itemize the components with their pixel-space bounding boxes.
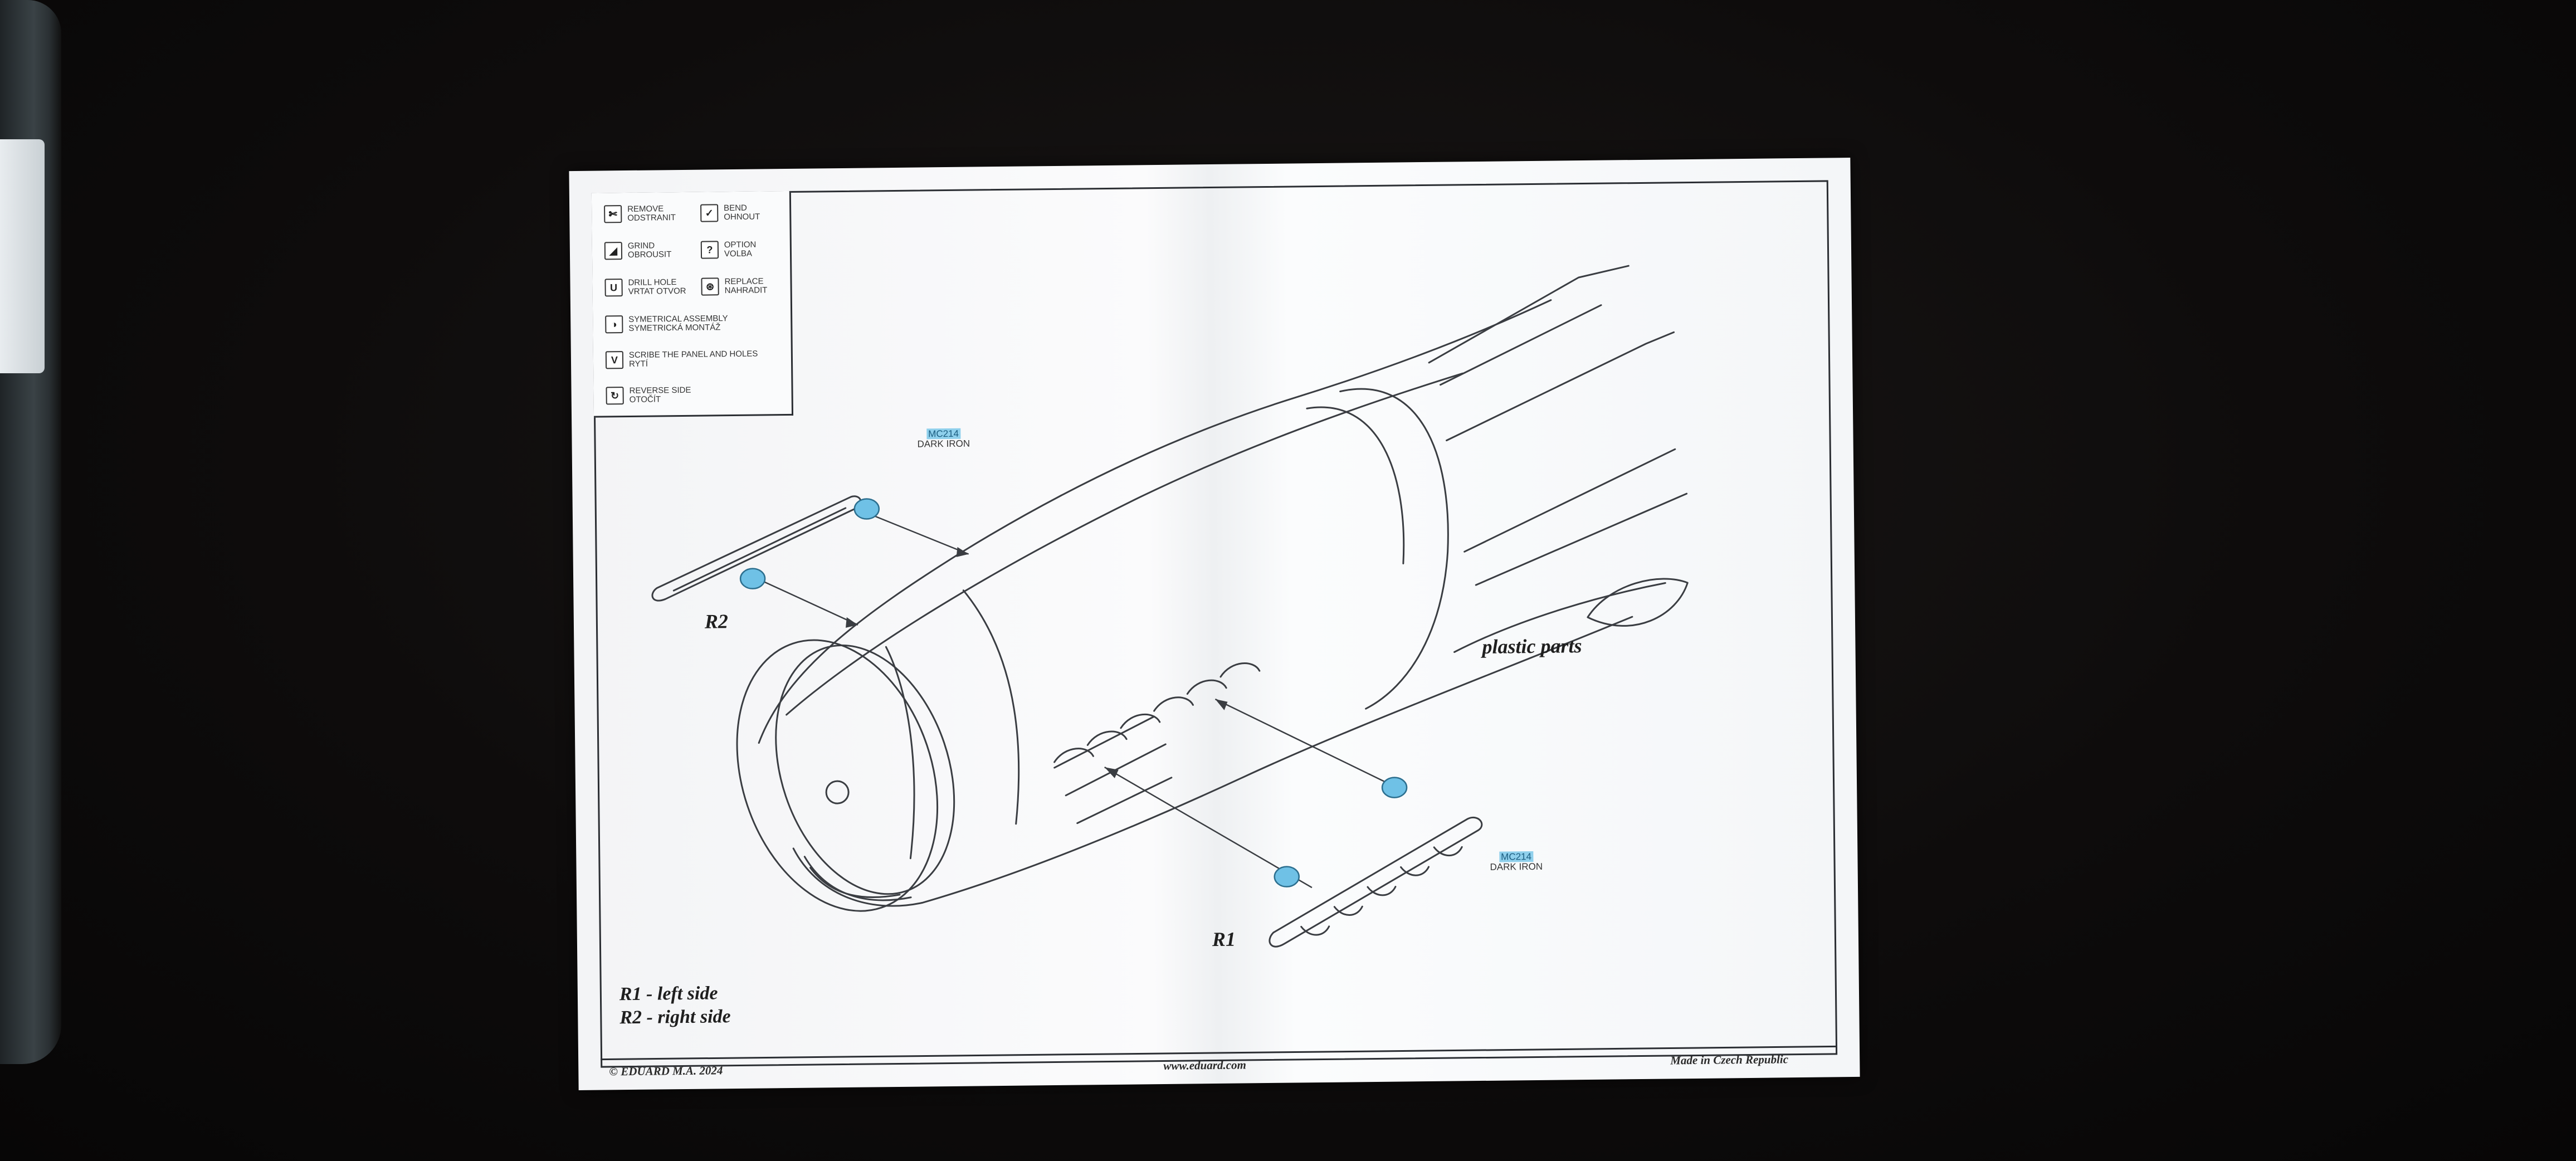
- exhaust-stub: [1053, 748, 1094, 763]
- r1-pipe: [1400, 866, 1430, 876]
- leader-line: [1214, 698, 1395, 787]
- fuselage-outline: [758, 299, 1552, 744]
- leader-line: [757, 578, 858, 626]
- phone-screen-glimpse: [0, 139, 45, 373]
- canopy-frame: [1339, 388, 1449, 710]
- cowling-panel-line: [962, 589, 1020, 825]
- exhaust-stub: [1186, 679, 1227, 695]
- made-in-text: Made in Czech Republic: [1670, 1052, 1789, 1067]
- fuselage-ridge: [786, 372, 1463, 716]
- paint-mark-r2-top: [853, 498, 880, 520]
- cowling-front: [736, 639, 939, 912]
- exhaust-stub: [1120, 714, 1161, 729]
- r1-pipe: [1333, 905, 1363, 916]
- leader-line: [1104, 766, 1313, 889]
- leader-arrowhead: [956, 547, 969, 557]
- fuselage-spine: [1428, 265, 1629, 364]
- r1-pipe: [1300, 925, 1330, 936]
- paint-callout-bottom: MC214 DARK IRON: [1490, 851, 1543, 872]
- paint-mark-r1-bottom: [1274, 866, 1300, 887]
- assembly-drawing: [601, 265, 1838, 1061]
- copyright-text: © EDUARD M.A. 2024: [609, 1064, 723, 1079]
- cowling-ring: [775, 644, 955, 895]
- paint-mark-r2-bottom: [739, 568, 766, 589]
- part-label-r1: R1: [1212, 928, 1236, 951]
- exhaust-stub: [1086, 730, 1128, 746]
- plastic-parts-label: plastic parts: [1482, 635, 1582, 658]
- wing-root: [1453, 582, 1666, 653]
- part-r2-body: [651, 495, 862, 602]
- cowling-panel-line: [885, 646, 915, 860]
- leader-arrowhead: [1215, 699, 1228, 710]
- paint-code: MC214: [926, 428, 961, 440]
- side-note-r1: R1 - left side: [619, 983, 718, 1005]
- part-r1-body: [1269, 816, 1483, 948]
- leader-arrowhead: [846, 617, 858, 628]
- paint-name: DARK IRON: [1490, 861, 1543, 872]
- leader-arrowhead: [1104, 767, 1119, 778]
- exhaust-stub: [1219, 662, 1261, 678]
- paint-mark-r1-top: [1381, 777, 1408, 798]
- website-text: www.eduard.com: [1163, 1058, 1246, 1073]
- part-label-r2: R2: [704, 610, 729, 633]
- intake-grille: [792, 847, 923, 907]
- side-note-r2: R2 - right side: [619, 1006, 731, 1028]
- exhaust-stub: [1153, 696, 1194, 712]
- r1-pipe: [1433, 846, 1463, 856]
- r1-pipe: [1367, 886, 1397, 896]
- paint-callout-top: MC214 DARK IRON: [917, 428, 970, 450]
- paint-name: DARK IRON: [917, 438, 970, 450]
- leader-line: [867, 513, 969, 555]
- paint-code: MC214: [1499, 851, 1534, 862]
- fuselage-lower: [921, 616, 1633, 904]
- cowling-hub: [825, 780, 850, 804]
- footer-divider: [601, 1045, 1838, 1061]
